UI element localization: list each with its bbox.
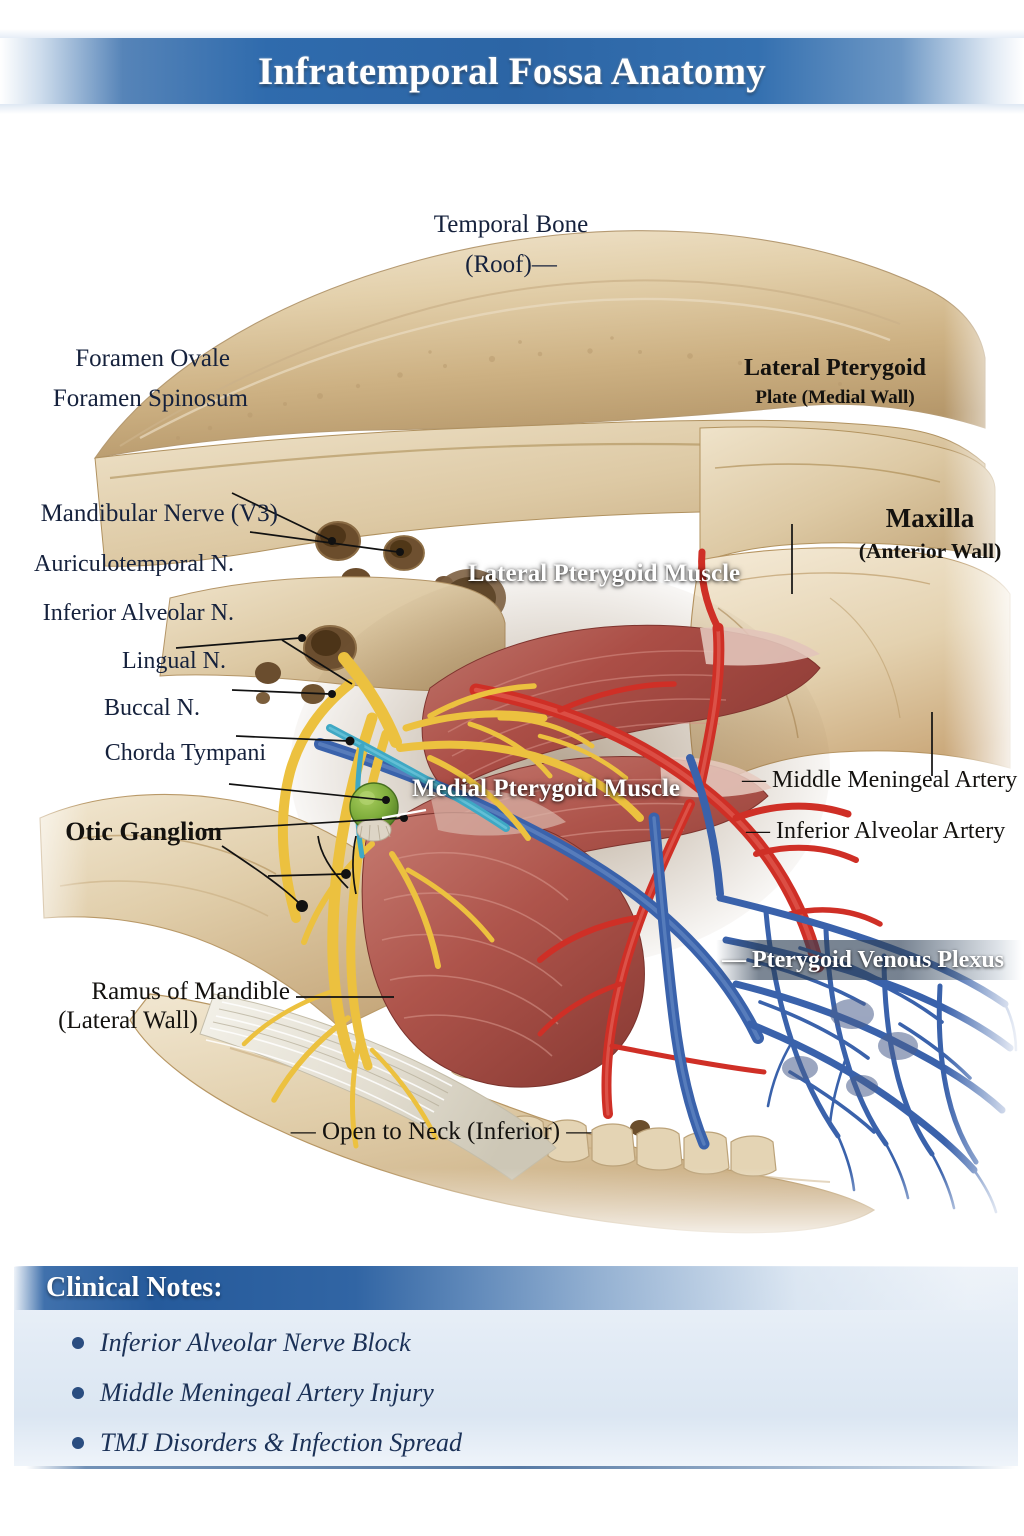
- list-item: Inferior Alveolar Nerve Block: [14, 1318, 1018, 1368]
- inferior-alveolar-nerve: [327, 712, 378, 1070]
- label-ramus-line1: Ramus of Mandible: [91, 978, 290, 1005]
- note-text: Inferior Alveolar Nerve Block: [100, 1328, 411, 1357]
- label-foramen-spinosum: Foramen Spinosum: [52, 385, 248, 412]
- label-temporal-bone-line1: Temporal Bone: [433, 211, 589, 238]
- title-banner: Infratemporal Fossa Anatomy: [0, 29, 1024, 114]
- page-title: Infratemporal Fossa Anatomy: [257, 49, 767, 93]
- note-text: TMJ Disorders & Infection Spread: [100, 1428, 463, 1457]
- label-lingual-nerve: Lingual N.: [122, 648, 226, 674]
- leader-lines: [175, 492, 933, 998]
- label-medial-pterygoid-muscle: Medial Pterygoid Muscle: [412, 775, 680, 802]
- temporal-bone-roof: [93, 230, 986, 459]
- auriculotemporal-nerve: [277, 679, 355, 923]
- bullet-icon: [72, 1337, 84, 1349]
- label-lateral-pterygoid-plate: Lateral Pterygoid Plate (Medial Wall): [700, 356, 970, 409]
- label-maxilla: Maxilla (Anterior Wall): [820, 504, 1024, 563]
- label-otic-ganglion: Otic Ganglion: [65, 817, 222, 846]
- label-lpp-line2: Plate (Medial Wall): [755, 386, 915, 408]
- label-pterygoid-venous-plexus: — Pterygoid Venous Plexus: [722, 946, 1005, 973]
- label-ramus-line2: (Lateral Wall): [58, 1007, 198, 1034]
- list-item: Middle Meningeal Artery Injury: [14, 1368, 1018, 1418]
- anatomy-svg: [0, 128, 1024, 1248]
- label-open-to-neck: — Open to Neck (Inferior) —: [290, 1118, 592, 1145]
- label-temporal-bone-line2: (Roof)—: [465, 251, 557, 278]
- label-pterygoid-venous-plexus-band: — Pterygoid Venous Plexus: [716, 940, 1022, 980]
- label-lateral-pterygoid-muscle: Lateral Pterygoid Muscle: [468, 560, 741, 587]
- label-middle-meningeal-artery: — Middle Meningeal Artery: [742, 767, 1018, 793]
- clinical-notes-list: Inferior Alveolar Nerve Block Middle Men…: [14, 1318, 1018, 1468]
- label-temporal-bone: Temporal Bone (Roof)—: [366, 212, 656, 278]
- buccal-nerve: [396, 740, 644, 822]
- label-ramus-of-mandible: Ramus of Mandible (Lateral Wall): [0, 979, 290, 1034]
- note-text: Middle Meningeal Artery Injury: [100, 1378, 434, 1407]
- label-chorda-tympani: Chorda Tympani: [104, 740, 266, 766]
- otic-ganglion-node: [349, 782, 399, 842]
- label-auriculotemporal-nerve: Auriculotemporal N.: [34, 551, 234, 577]
- label-foramen-ovale: Foramen Ovale: [75, 345, 230, 372]
- label-lpp-line1: Lateral Pterygoid: [744, 355, 926, 381]
- bullet-icon: [72, 1387, 84, 1399]
- clinical-notes-header: Clinical Notes:: [14, 1266, 1018, 1310]
- label-maxilla-line2: (Anterior Wall): [858, 539, 1002, 564]
- label-mandibular-nerve: Mandibular Nerve (V3): [40, 500, 278, 527]
- label-maxilla-line1: Maxilla: [885, 503, 975, 533]
- clinical-notes-title: Clinical Notes:: [46, 1272, 223, 1303]
- label-buccal-nerve: Buccal N.: [104, 695, 200, 721]
- label-inferior-alveolar-nerve: Inferior Alveolar N.: [42, 600, 234, 626]
- bullet-icon: [72, 1437, 84, 1449]
- anatomy-illustration: Temporal Bone (Roof)— Foramen Ovale Fora…: [0, 128, 1024, 1248]
- label-inferior-alveolar-artery: — Inferior Alveolar Artery: [746, 818, 1006, 844]
- list-item: TMJ Disorders & Infection Spread: [14, 1418, 1018, 1468]
